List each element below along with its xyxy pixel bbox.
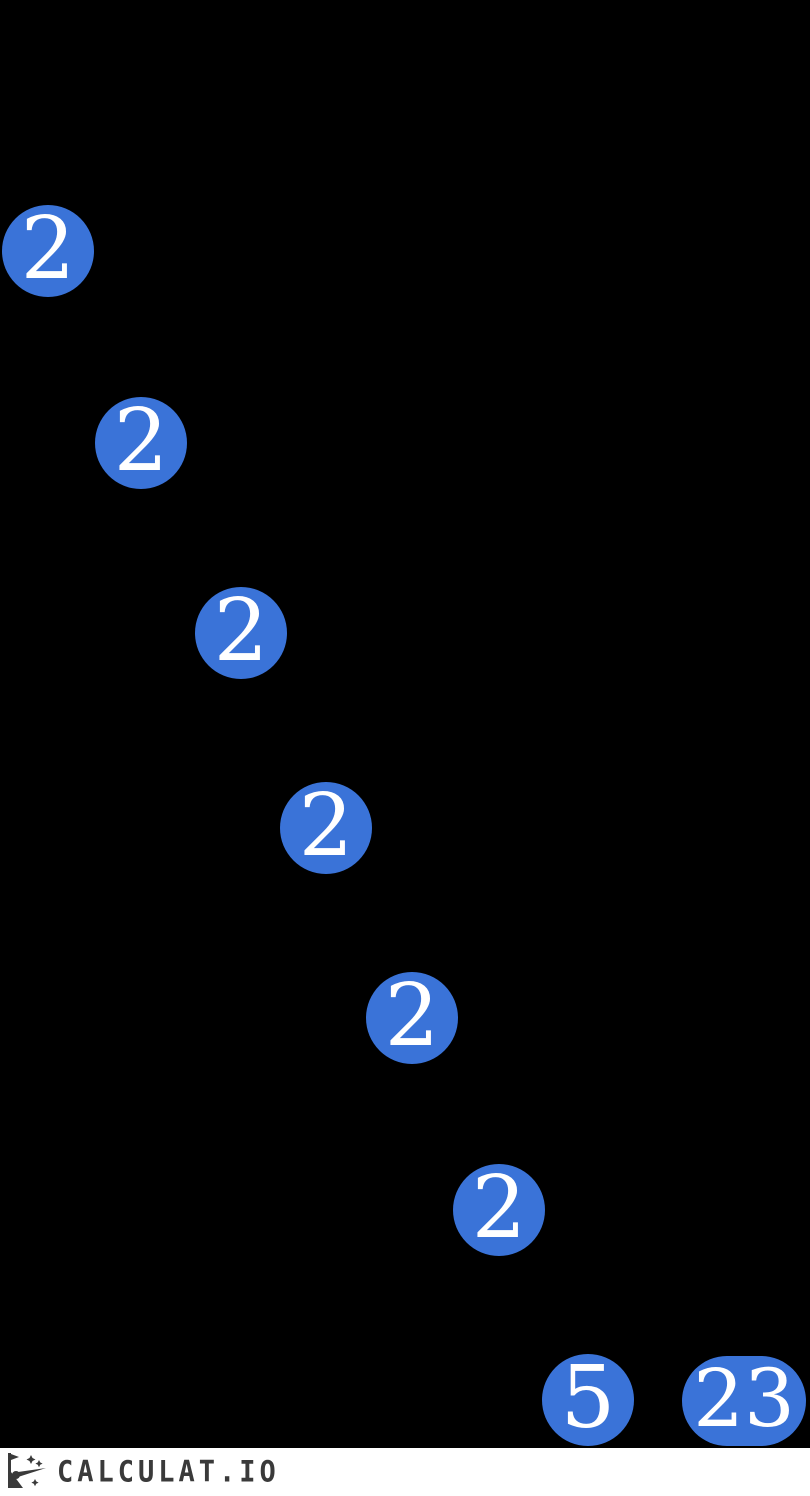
calculatio-logo-text: CALCULAT.IO xyxy=(57,1455,280,1489)
factor-node: 5 xyxy=(542,1354,634,1446)
factor-node: 2 xyxy=(195,587,287,679)
factor-node: 2 xyxy=(453,1164,545,1256)
factor-node: 2 xyxy=(366,972,458,1064)
factor-node: 23 xyxy=(682,1356,806,1446)
factor-node: 2 xyxy=(2,205,94,297)
watermark-bar: CALCULAT.IO xyxy=(0,1448,810,1496)
factor-node: 2 xyxy=(95,397,187,489)
wand-sparkles-icon xyxy=(8,1453,46,1488)
factor-node: 2 xyxy=(280,782,372,874)
